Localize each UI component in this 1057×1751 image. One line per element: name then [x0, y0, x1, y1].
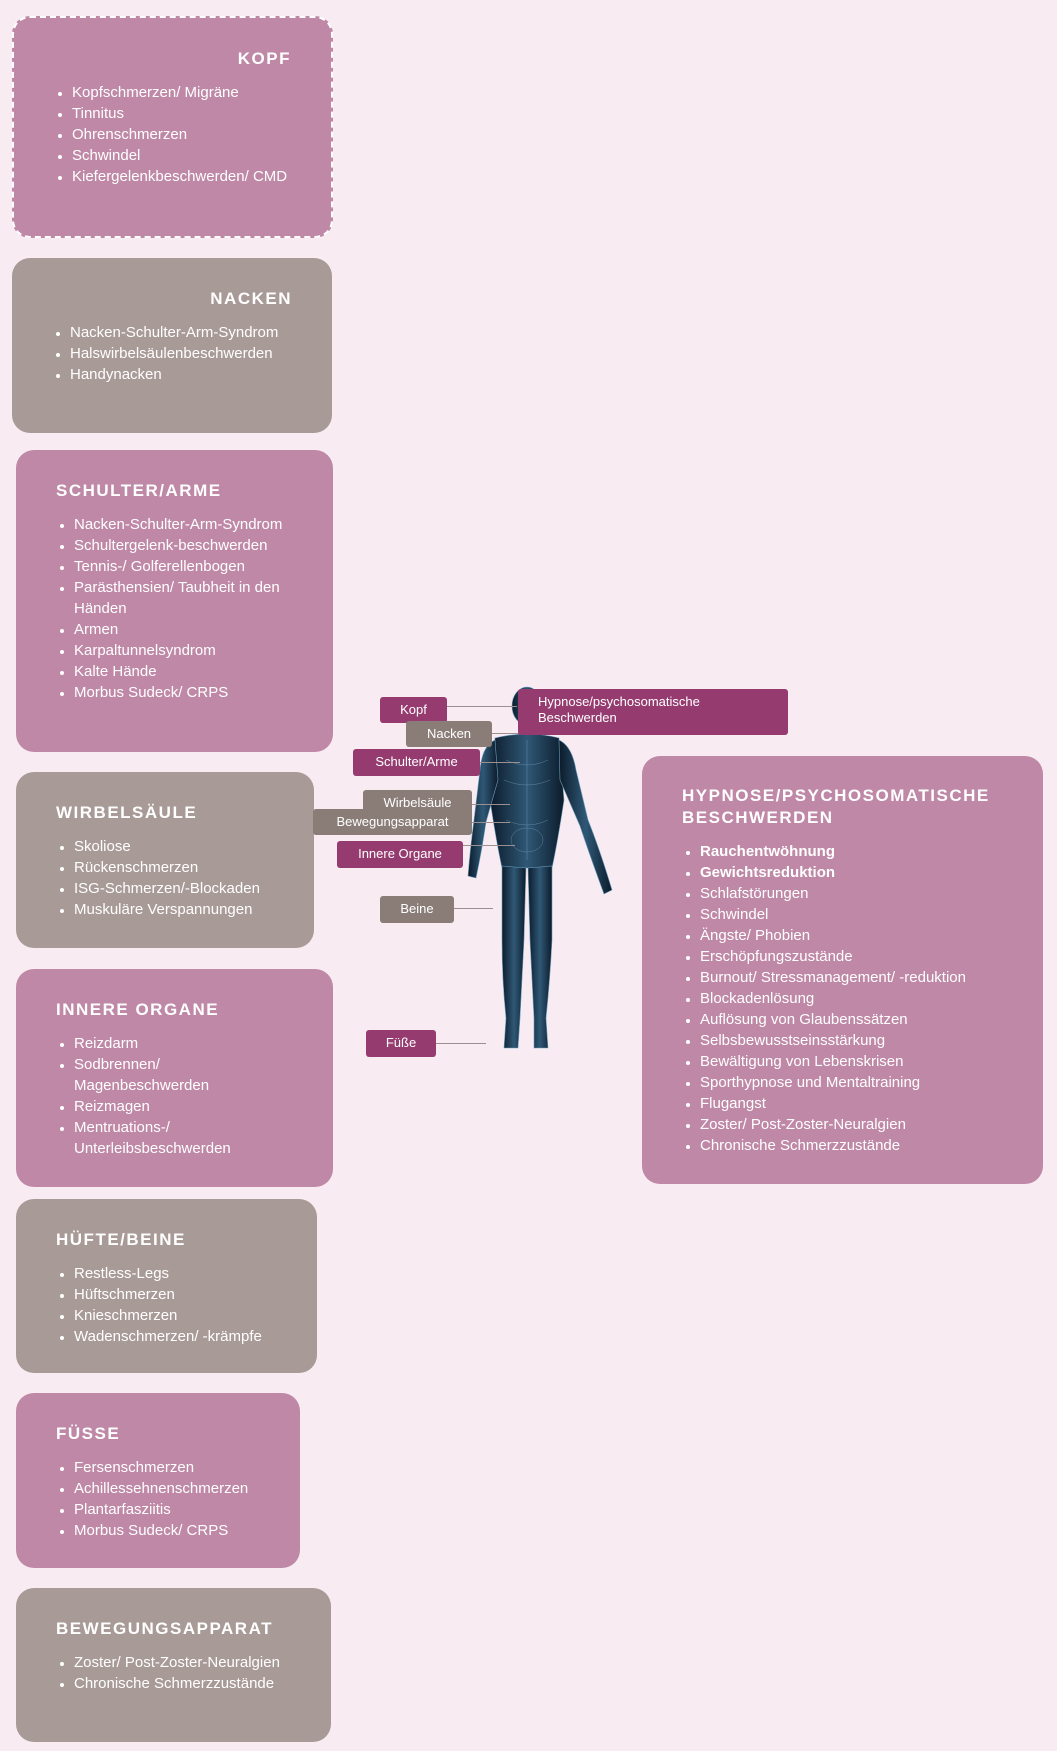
list-item: Restless-Legs	[74, 1263, 277, 1284]
card-nacken[interactable]: NACKEN Nacken-Schulter-Arm-SyndromHalswi…	[12, 258, 332, 433]
card-huefte-beine[interactable]: HÜFTE/BEINE Restless-LegsHüftschmerzenKn…	[16, 1199, 317, 1373]
list-item: Tennis-/ Golferellenbogen	[74, 556, 293, 577]
card-schulter-arme[interactable]: SCHULTER/ARME Nacken-Schulter-Arm-Syndro…	[16, 450, 333, 752]
list-item: Chronische Schmerzzustände	[74, 1673, 291, 1694]
human-body-figure	[467, 686, 613, 1049]
connector-line-wirbel	[472, 804, 510, 805]
card-kopf[interactable]: KOPF Kopfschmerzen/ MigräneTinnitusOhren…	[12, 16, 333, 238]
card-title: HÜFTE/BEINE	[56, 1230, 186, 1249]
list-item: Flugangst	[700, 1093, 1013, 1114]
list-item: Rückenschmerzen	[74, 857, 274, 878]
connector-line-fuesse	[436, 1043, 486, 1044]
tag-schulter-arme[interactable]: Schulter/Arme	[353, 749, 480, 776]
card-list: Restless-LegsHüftschmerzenKnieschmerzenW…	[56, 1263, 277, 1347]
list-item: Morbus Sudeck/ CRPS	[74, 682, 293, 703]
tag-nacken[interactable]: Nacken	[406, 721, 492, 747]
list-item: Schlafstörungen	[700, 883, 1013, 904]
list-item: Zoster/ Post-Zoster-Neuralgien	[700, 1114, 1013, 1135]
list-item: Handynacken	[70, 364, 292, 385]
card-list: ReizdarmSodbrennen/ MagenbeschwerdenReiz…	[56, 1033, 293, 1159]
card-title: WIRBELSÄULE	[56, 803, 198, 822]
list-item: Skoliose	[74, 836, 274, 857]
list-item: Nacken-Schulter-Arm-Syndrom	[74, 514, 293, 535]
list-item: Kopfschmerzen/ Migräne	[72, 82, 291, 103]
list-item: Selbsbewusstseinsstärkung	[700, 1030, 1013, 1051]
card-list: Nacken-Schulter-Arm-SyndromHalswirbelsäu…	[52, 322, 292, 385]
list-item: Gewichtsreduktion	[700, 862, 1013, 883]
card-title: SCHULTER/ARME	[56, 481, 222, 500]
connector-line-schulter	[480, 762, 520, 763]
list-item: Zoster/ Post-Zoster-Neuralgien	[74, 1652, 291, 1673]
card-bewegungsapparat[interactable]: BEWEGUNGSAPPARAT Zoster/ Post-Zoster-Neu…	[16, 1588, 331, 1742]
tag-innere-organe[interactable]: Innere Organe	[337, 841, 463, 868]
list-item: Muskuläre Verspannungen	[74, 899, 274, 920]
list-item: Blockadenlösung	[700, 988, 1013, 1009]
list-item: Chronische Schmerzzustände	[700, 1135, 1013, 1156]
list-item: Karpaltunnelsyndrom	[74, 640, 293, 661]
card-title: HYPNOSE/PSYCHOSOMATISCHE BESCHWERDEN	[682, 786, 990, 827]
list-item: Halswirbelsäulenbeschwerden	[70, 343, 292, 364]
connector-line-nacken	[492, 733, 522, 734]
card-list: Zoster/ Post-Zoster-NeuralgienChronische…	[56, 1652, 291, 1694]
list-item: Sodbrennen/ Magenbeschwerden	[74, 1054, 293, 1096]
connector-line-bewegung	[472, 822, 510, 823]
list-item: Tinnitus	[72, 103, 291, 124]
list-item: Achillessehnenschmerzen	[74, 1478, 260, 1499]
list-item: Nacken-Schulter-Arm-Syndrom	[70, 322, 292, 343]
tag-bewegungsapparat[interactable]: Bewegungsapparat	[313, 809, 472, 835]
list-item: Rauchentwöhnung	[700, 841, 1013, 862]
list-item: Parästhensien/ Taubheit in den Händen	[74, 577, 293, 619]
card-innere-organe[interactable]: INNERE ORGANE ReizdarmSodbrennen/ Magenb…	[16, 969, 333, 1187]
list-item: Armen	[74, 619, 293, 640]
list-item: Auflösung von Glaubenssätzen	[700, 1009, 1013, 1030]
card-wirbelsaeule[interactable]: WIRBELSÄULE SkolioseRückenschmerzenISG-S…	[16, 772, 314, 948]
card-title: BEWEGUNGSAPPARAT	[56, 1619, 273, 1638]
card-hypnose-psychosomatische-beschwerden[interactable]: HYPNOSE/PSYCHOSOMATISCHE BESCHWERDEN Rau…	[642, 756, 1043, 1184]
list-item: Schwindel	[700, 904, 1013, 925]
card-title: KOPF	[237, 49, 291, 68]
tag-fuesse[interactable]: Füße	[366, 1030, 436, 1057]
card-fuesse[interactable]: FÜSSE FersenschmerzenAchillessehnenschme…	[16, 1393, 300, 1568]
connector-line-organe	[463, 845, 515, 846]
list-item: Kiefergelenkbeschwerden/ CMD	[72, 166, 291, 187]
card-list: Kopfschmerzen/ MigräneTinnitusOhrenschme…	[54, 82, 291, 187]
list-item: ISG-Schmerzen/-Blockaden	[74, 878, 274, 899]
list-item: Ängste/ Phobien	[700, 925, 1013, 946]
list-item: Schwindel	[72, 145, 291, 166]
card-list: RauchentwöhnungGewichtsreduktionSchlafst…	[682, 841, 1013, 1156]
list-item: Burnout/ Stressmanagement/ -reduktion	[700, 967, 1013, 988]
list-item: Fersenschmerzen	[74, 1457, 260, 1478]
tag-hypnose[interactable]: Hypnose/psychosomatische Beschwerden	[518, 689, 788, 735]
list-item: Mentruations-/ Unterleibsbeschwerden	[74, 1117, 293, 1159]
list-item: Schultergelenk-beschwerden	[74, 535, 293, 556]
list-item: Kalte Hände	[74, 661, 293, 682]
connector-line-kopf	[447, 706, 517, 707]
list-item: Bewältigung von Lebenskrisen	[700, 1051, 1013, 1072]
list-item: Wadenschmerzen/ -krämpfe	[74, 1326, 277, 1347]
list-item: Ohrenschmerzen	[72, 124, 291, 145]
list-item: Knieschmerzen	[74, 1305, 277, 1326]
list-item: Sporthypnose und Mentaltraining	[700, 1072, 1013, 1093]
card-title: FÜSSE	[56, 1424, 121, 1443]
list-item: Morbus Sudeck/ CRPS	[74, 1520, 260, 1541]
list-item: Hüftschmerzen	[74, 1284, 277, 1305]
list-item: Erschöpfungszustände	[700, 946, 1013, 967]
tag-beine[interactable]: Beine	[380, 896, 454, 923]
card-list: SkolioseRückenschmerzenISG-Schmerzen/-Bl…	[56, 836, 274, 920]
card-list: Nacken-Schulter-Arm-SyndromSchultergelen…	[56, 514, 293, 703]
list-item: Reizmagen	[74, 1096, 293, 1117]
card-list: FersenschmerzenAchillessehnenschmerzenPl…	[56, 1457, 260, 1541]
list-item: Plantarfasziitis	[74, 1499, 260, 1520]
card-title: INNERE ORGANE	[56, 1000, 220, 1019]
tag-kopf[interactable]: Kopf	[380, 697, 447, 723]
card-title: NACKEN	[210, 289, 292, 308]
connector-line-beine	[453, 908, 493, 909]
list-item: Reizdarm	[74, 1033, 293, 1054]
